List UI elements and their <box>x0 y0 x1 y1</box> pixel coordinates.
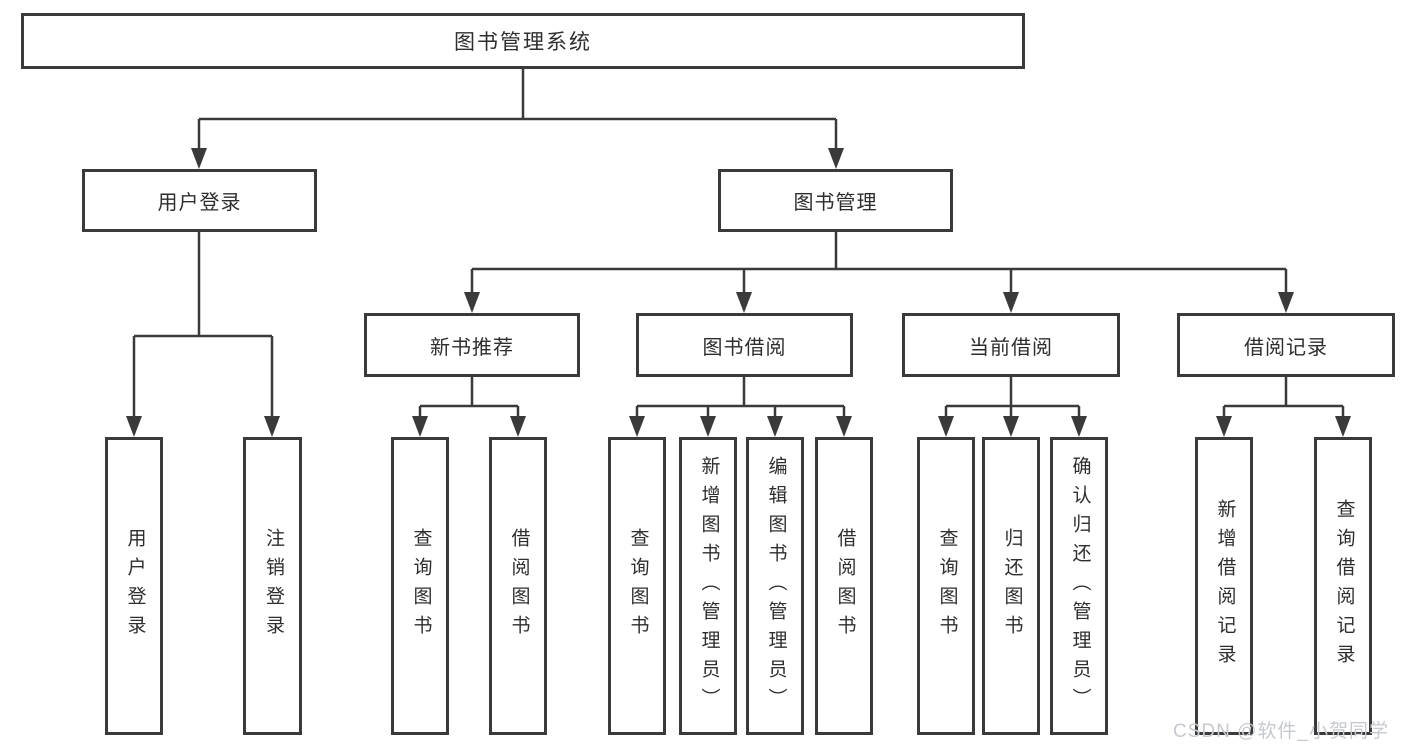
node-book-borrow: 图书借阅 <box>636 313 853 377</box>
leaf-query-borrow-record-label: 查询借阅记录 <box>1333 499 1355 673</box>
leaf-logout: 注销登录 <box>243 437 302 735</box>
leaf-edit-books-admin-label: 编辑图书（管理员） <box>765 455 787 717</box>
leaf-borrow-books-recommend: 借阅图书 <box>489 437 547 735</box>
node-current-borrow-label: 当前借阅 <box>969 336 1053 359</box>
node-root: 图书管理系统 <box>21 13 1025 69</box>
node-current-borrow: 当前借阅 <box>902 313 1120 377</box>
leaf-return-books: 归还图书 <box>982 437 1040 735</box>
leaf-add-borrow-record-label: 新增借阅记录 <box>1214 499 1236 673</box>
leaf-edit-books-admin: 编辑图书（管理员） <box>746 437 804 735</box>
leaf-query-books-current-label: 查询图书 <box>936 528 958 644</box>
node-borrow-record-label: 借阅记录 <box>1244 336 1328 359</box>
node-new-book-recommend-label: 新书推荐 <box>430 336 514 359</box>
node-book-borrow-label: 图书借阅 <box>702 336 787 359</box>
leaf-logout-label: 注销登录 <box>262 528 284 644</box>
leaf-borrow-books-recommend-label: 借阅图书 <box>508 528 530 644</box>
leaf-query-borrow-record: 查询借阅记录 <box>1314 437 1372 735</box>
leaf-add-books-admin: 新增图书（管理员） <box>679 437 737 735</box>
node-root-label: 图书管理系统 <box>454 31 592 54</box>
leaf-confirm-return-admin: 确认归还（管理员） <box>1050 437 1108 735</box>
node-borrow-record: 借阅记录 <box>1177 313 1395 377</box>
node-book-management: 图书管理 <box>718 169 953 232</box>
leaf-add-books-admin-label: 新增图书（管理员） <box>698 455 720 717</box>
leaf-query-books-recommend: 查询图书 <box>391 437 449 735</box>
leaf-user-login-label: 用户登录 <box>124 528 146 644</box>
leaf-return-books-label: 归还图书 <box>1001 528 1023 644</box>
leaf-query-books-current: 查询图书 <box>917 437 975 735</box>
leaf-query-books-borrow-label: 查询图书 <box>627 528 649 644</box>
leaf-query-books-recommend-label: 查询图书 <box>410 528 432 644</box>
node-new-book-recommend: 新书推荐 <box>364 313 580 377</box>
watermark: CSDN @软件_小贺同学 <box>1173 721 1389 742</box>
leaf-user-login: 用户登录 <box>105 437 163 735</box>
node-user-login: 用户登录 <box>82 169 317 232</box>
leaf-borrow-books-label: 借阅图书 <box>834 528 856 644</box>
leaf-add-borrow-record: 新增借阅记录 <box>1195 437 1253 735</box>
leaf-query-books-borrow: 查询图书 <box>608 437 666 735</box>
leaf-confirm-return-admin-label: 确认归还（管理员） <box>1069 455 1091 717</box>
node-user-login-label: 用户登录 <box>157 192 242 214</box>
leaf-borrow-books: 借阅图书 <box>815 437 873 735</box>
node-book-management-label: 图书管理 <box>793 192 878 214</box>
